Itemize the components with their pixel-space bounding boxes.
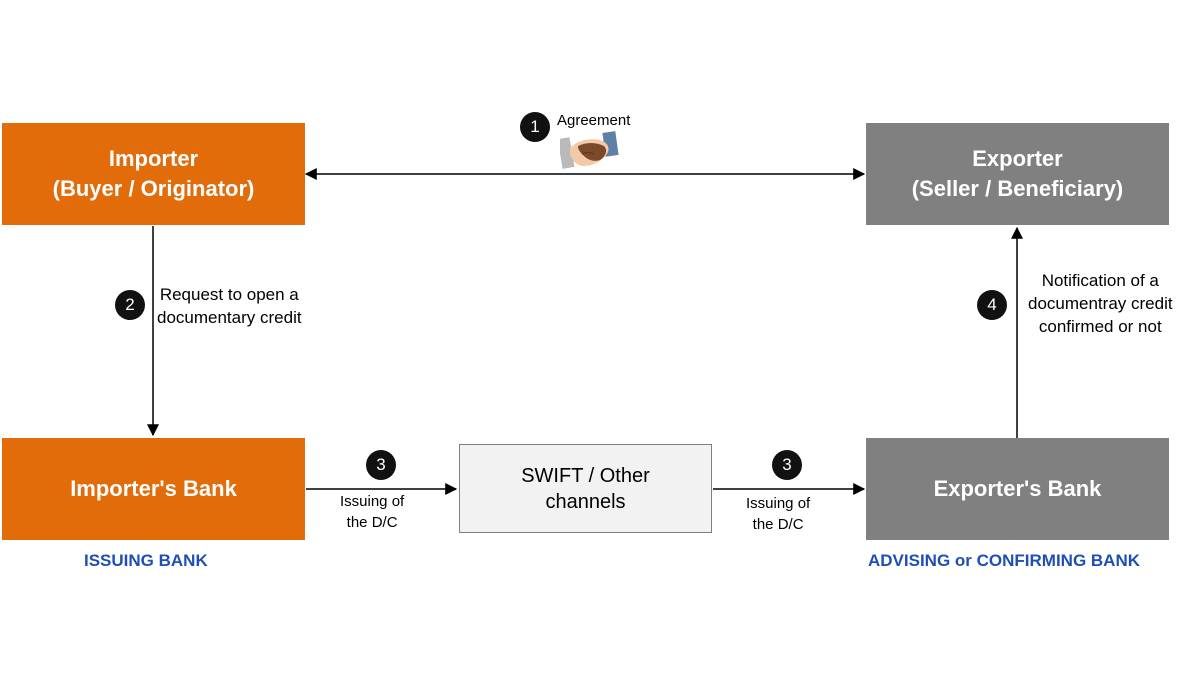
handshake-icon bbox=[560, 131, 619, 169]
request-line2: documentary credit bbox=[157, 308, 302, 327]
step-3-right-badge: 3 bbox=[772, 450, 802, 480]
notification-line3: confirmed or not bbox=[1038, 317, 1162, 336]
exporter-bank-label: Exporter's Bank bbox=[933, 476, 1102, 501]
exporter-box: Exporter (Seller / Beneficiary) bbox=[866, 123, 1169, 225]
issuing-right-label: Issuing of the D/C bbox=[746, 493, 810, 535]
exporter-title: Exporter bbox=[972, 146, 1063, 171]
importer-subtitle: (Buyer / Originator) bbox=[52, 176, 255, 201]
importer-title: Importer bbox=[108, 146, 199, 171]
issuing-right-line2: the D/C bbox=[752, 516, 804, 533]
step-2-badge: 2 bbox=[115, 290, 145, 320]
notification-line2: documentray credit bbox=[1028, 294, 1173, 313]
exporter-subtitle: (Seller / Beneficiary) bbox=[911, 176, 1124, 201]
swift-line2: channels bbox=[545, 490, 626, 513]
issuing-left-line2: the D/C bbox=[346, 514, 398, 531]
issuing-left-label: Issuing of the D/C bbox=[340, 491, 404, 533]
importer-bank-label: Importer's Bank bbox=[70, 476, 237, 501]
importer-box: Importer (Buyer / Originator) bbox=[2, 123, 305, 225]
step-3-left-badge: 3 bbox=[366, 450, 396, 480]
agreement-label: Agreement bbox=[557, 112, 631, 129]
exporter-bank-box: Exporter's Bank bbox=[866, 438, 1169, 540]
swift-box: SWIFT / Other channels bbox=[459, 444, 712, 533]
issuing-left-line1: Issuing of bbox=[340, 493, 405, 510]
importer-bank-box: Importer's Bank bbox=[2, 438, 305, 540]
request-label: Request to open a documentary credit bbox=[157, 283, 302, 329]
notification-line1: Notification of a bbox=[1041, 271, 1159, 290]
advising-bank-label: ADVISING or CONFIRMING BANK bbox=[868, 551, 1140, 570]
step-1-badge: 1 bbox=[520, 112, 550, 142]
step-4-badge: 4 bbox=[977, 290, 1007, 320]
swift-line1: SWIFT / Other bbox=[521, 464, 650, 487]
issuing-right-line1: Issuing of bbox=[746, 495, 811, 512]
notification-label: Notification of a documentray credit con… bbox=[1028, 269, 1173, 338]
request-line1: Request to open a bbox=[159, 285, 299, 304]
issuing-bank-label: ISSUING BANK bbox=[84, 551, 208, 570]
